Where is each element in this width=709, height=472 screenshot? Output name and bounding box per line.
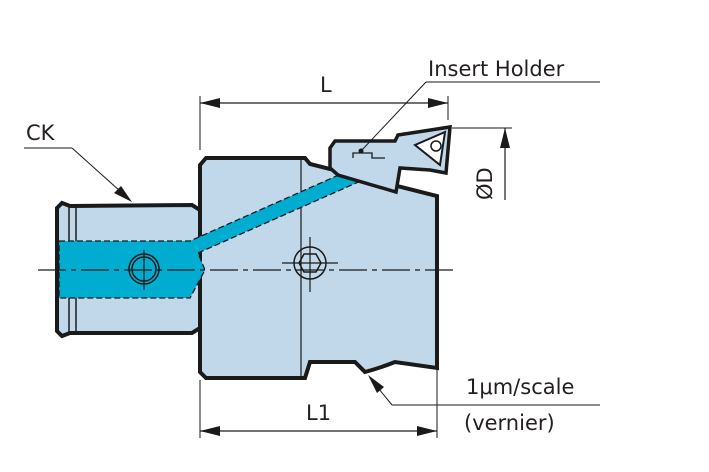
adjust-screw <box>282 237 338 292</box>
coolant-channel <box>58 169 374 299</box>
dimension-l-label: L <box>320 73 332 97</box>
ck-label: CK <box>26 121 56 145</box>
scale-label: 1μm/scale <box>466 375 574 399</box>
dimension-l1-label: L1 <box>306 401 331 425</box>
dimension-diameter-label: ØD <box>473 167 497 200</box>
insert-holder-label: Insert Holder <box>428 57 565 81</box>
insert <box>413 130 447 167</box>
vernier-label: (vernier) <box>464 411 555 435</box>
shank-screw <box>128 250 160 290</box>
